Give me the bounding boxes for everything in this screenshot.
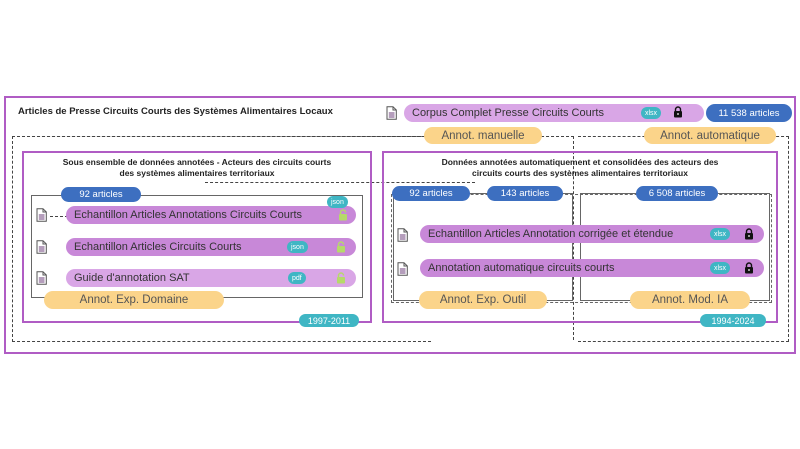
left-years: 1997-2011: [299, 314, 359, 327]
right-count-c: 6 508 articles: [636, 186, 718, 201]
right-title-line1: Données annotées automatiquement et cons…: [441, 157, 719, 167]
diagram-title: Articles de Presse Circuits Courts des S…: [18, 106, 333, 117]
lock-icon: [744, 262, 754, 274]
right-item-2-format: xlsx: [710, 262, 731, 274]
document-icon: [397, 228, 408, 242]
left-title-line2: des systèmes alimentaires territoriaux: [119, 168, 275, 178]
right-dataset-box: [382, 151, 778, 323]
document-icon: [397, 262, 408, 276]
document-icon: [386, 106, 397, 120]
lock-icon: [673, 106, 683, 118]
right-inner-box-b: [580, 193, 770, 301]
document-icon: [36, 240, 47, 254]
document-icon: [36, 208, 47, 222]
right-title-line2: circuits courts des systèmes alimentaire…: [472, 168, 688, 178]
annot-tool-badge: Annot. Exp. Outil: [419, 291, 547, 309]
left-title-line1: Sous ensemble de données annotées - Acte…: [62, 157, 332, 167]
corpus-label: Corpus Complet Presse Circuits Courts: [412, 107, 604, 119]
left-item-2[interactable]: Echantillon Articles Circuits Courts: [66, 238, 356, 256]
annot-domain-badge: Annot. Exp. Domaine: [44, 291, 224, 309]
left-item-3[interactable]: Guide d'annotation SAT: [66, 269, 356, 287]
corpus-count: 11 538 articles: [706, 104, 792, 122]
right-item-1-label: Echantillon Articles Annotation corrigée…: [428, 228, 674, 240]
link-dashed-line: [205, 182, 475, 183]
right-years: 1994-2024: [700, 314, 766, 327]
right-item-2-label: Annotation automatique circuits courts: [428, 262, 615, 274]
left-item-2-format: json: [287, 241, 308, 253]
right-item-1-format: xlsx: [710, 228, 731, 240]
right-outer-dashed: [391, 194, 772, 303]
corpus-pill[interactable]: Corpus Complet Presse Circuits Courts: [404, 104, 704, 122]
right-count-a: 92 articles: [392, 186, 470, 201]
document-icon: [36, 271, 47, 285]
corpus-format-badge: xlsx: [641, 107, 662, 119]
right-count-b: 143 articles: [487, 186, 563, 201]
open-lock-icon: [336, 272, 346, 284]
open-lock-icon: [336, 241, 346, 253]
annot-auto-badge: Annot. automatique: [644, 127, 776, 144]
left-item-3-format: pdf: [288, 272, 306, 284]
right-box-title: Données annotées automatiquement et cons…: [384, 157, 776, 179]
left-item-1-format: json: [327, 196, 348, 208]
left-item-1-label: Echantillon Articles Annotations Circuit…: [74, 209, 303, 221]
left-item-2-label: Echantillon Articles Circuits Courts: [74, 241, 242, 253]
annot-ia-badge: Annot. Mod. IA: [630, 291, 750, 309]
open-lock-icon: [338, 209, 348, 221]
annot-manual-badge: Annot. manuelle: [424, 127, 542, 144]
left-count: 92 articles: [61, 187, 141, 202]
right-item-2[interactable]: Annotation automatique circuits courts: [420, 259, 764, 277]
left-dataset-box: [22, 151, 372, 323]
left-item-1[interactable]: Echantillon Articles Annotations Circuit…: [66, 206, 356, 224]
lock-icon: [744, 228, 754, 240]
left-item-3-label: Guide d'annotation SAT: [74, 272, 190, 284]
right-inner-box-a: [393, 193, 573, 301]
right-item-1[interactable]: Echantillon Articles Annotation corrigée…: [420, 225, 764, 243]
left-box-title: Sous ensemble de données annotées - Acte…: [24, 157, 370, 179]
manual-dashed-top: [12, 136, 574, 137]
connector-line: [50, 216, 68, 217]
outer-frame: [4, 96, 796, 354]
